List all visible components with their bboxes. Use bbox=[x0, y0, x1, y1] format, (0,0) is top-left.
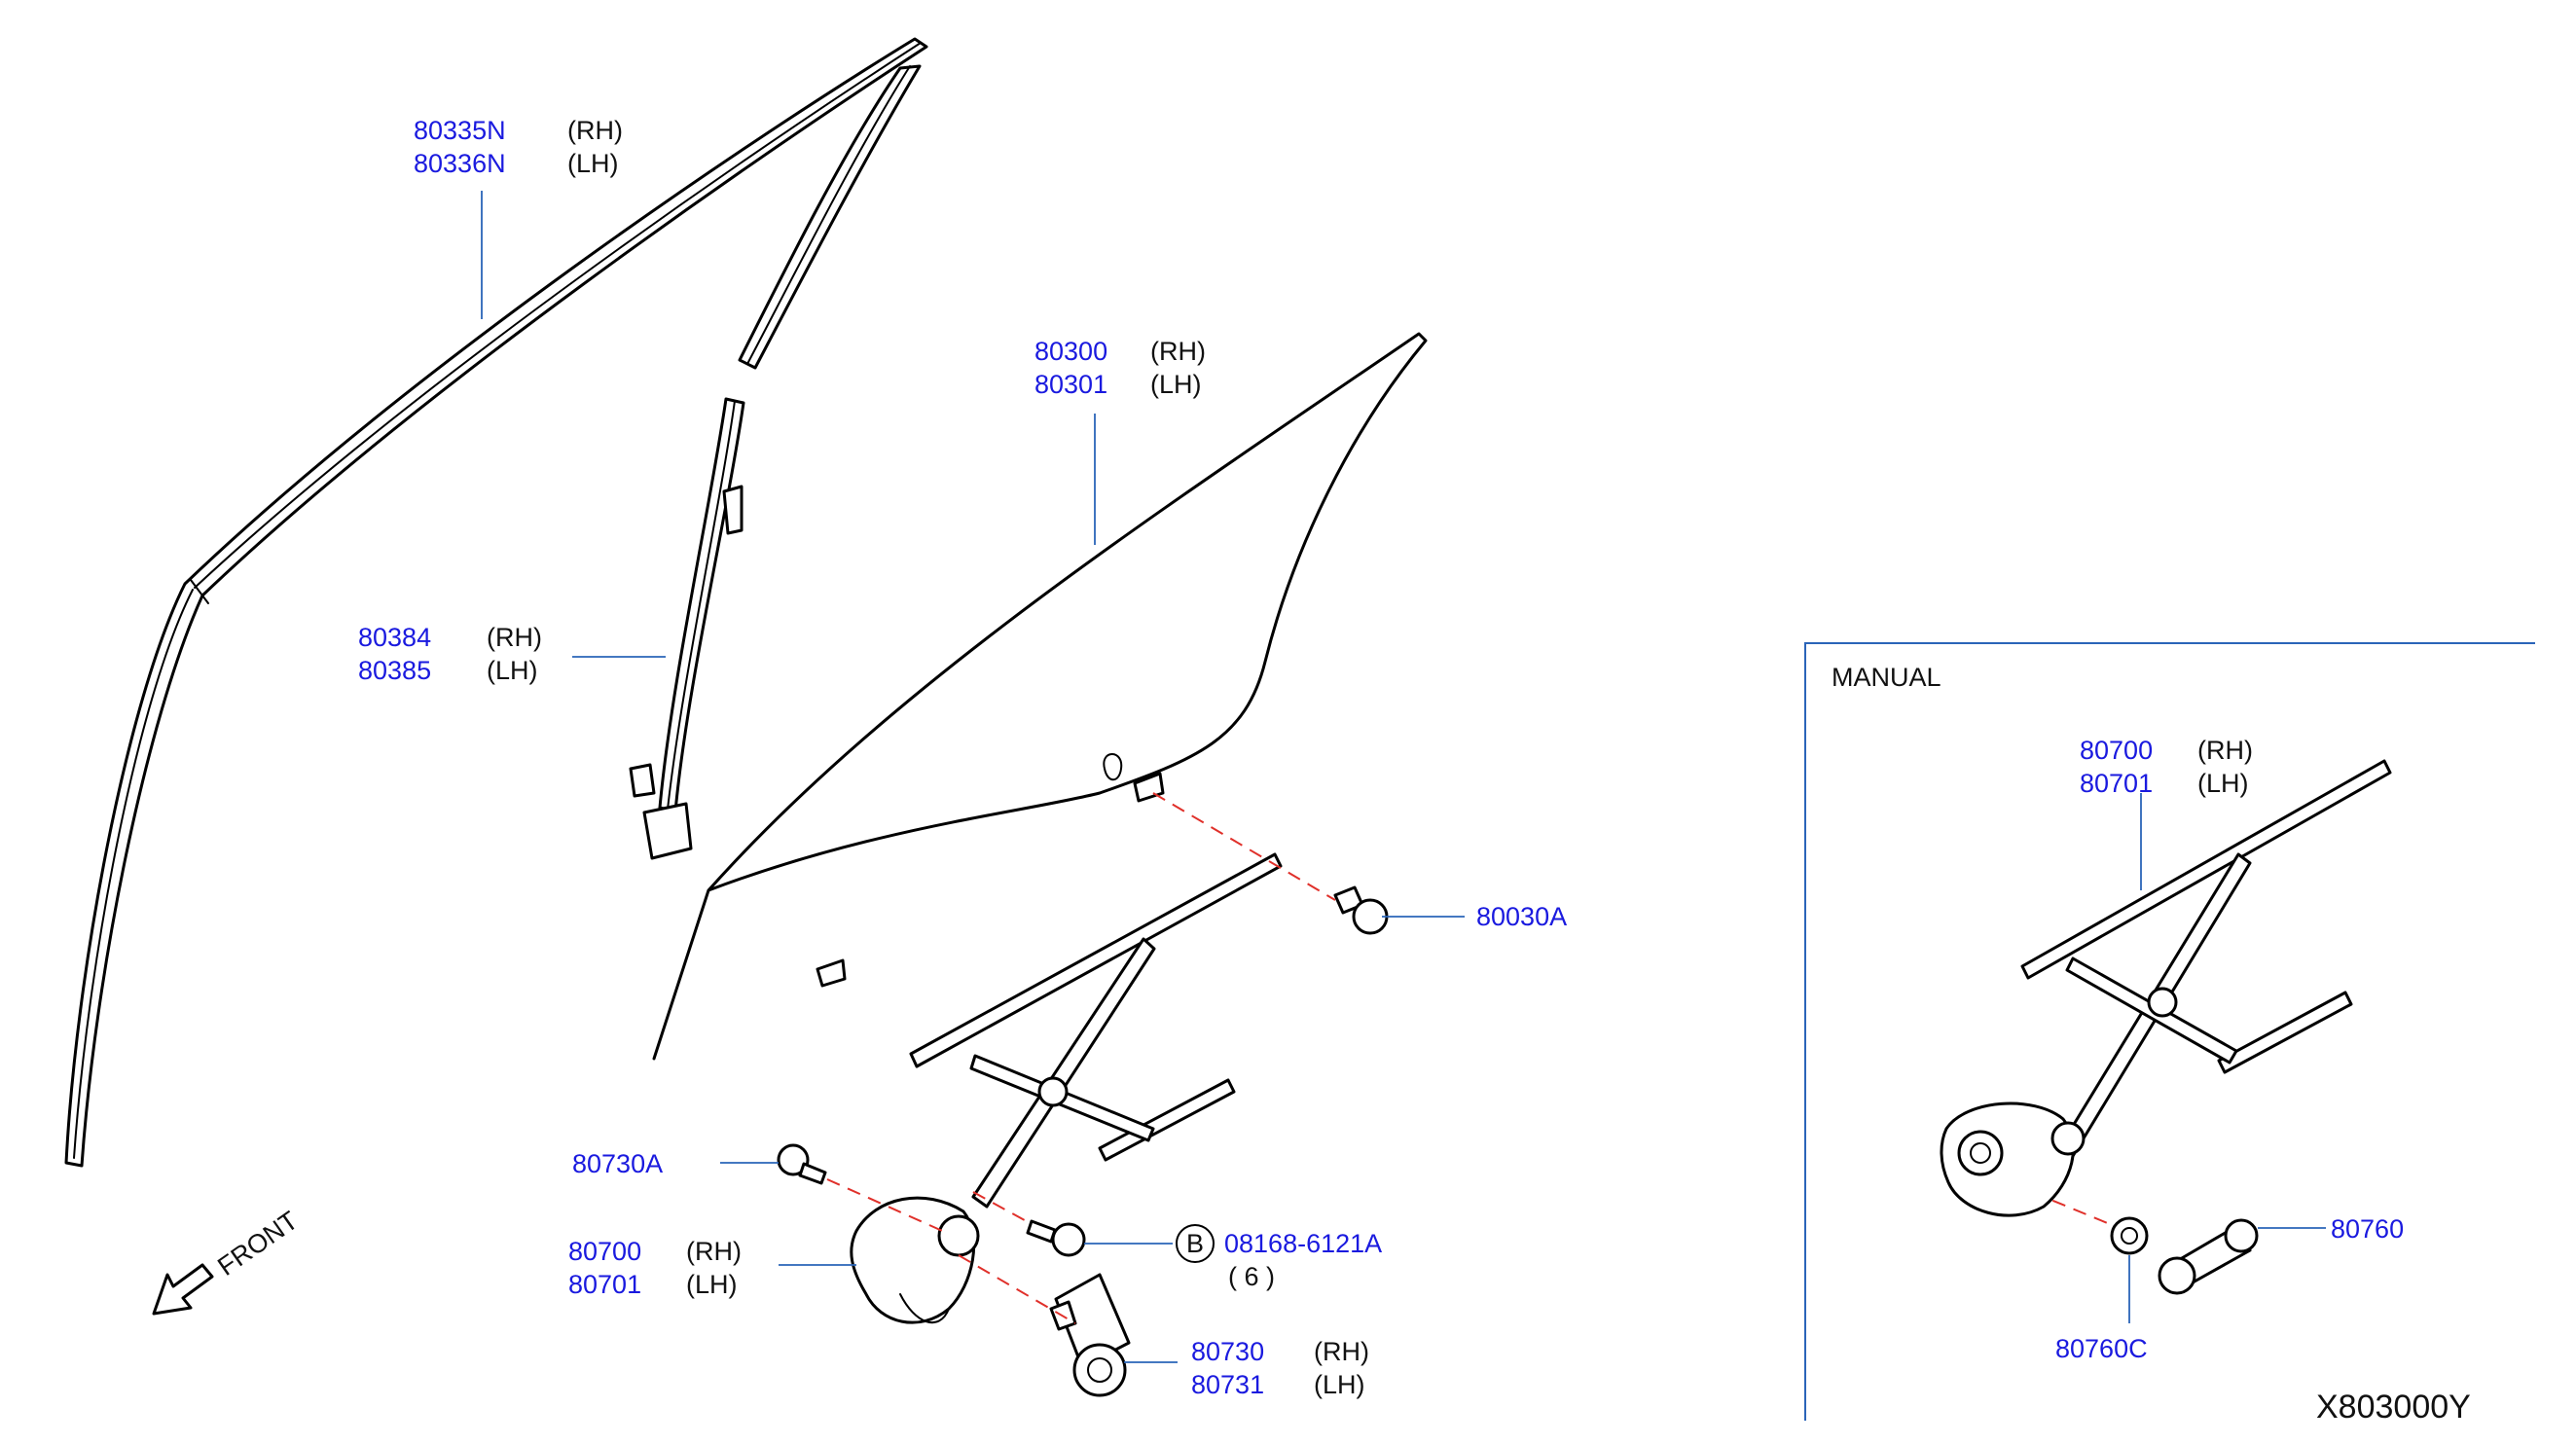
b-marker-circle bbox=[1176, 1224, 1215, 1263]
dashed-guides bbox=[826, 792, 2127, 1324]
callout-side: (LH) bbox=[2197, 769, 2249, 798]
callout-side: (RH) bbox=[686, 1237, 742, 1266]
power-regulator-part bbox=[850, 852, 1283, 1324]
callout-part-number[interactable]: 80730A bbox=[572, 1149, 663, 1178]
escutcheon-part bbox=[2110, 1216, 2149, 1255]
sash-part bbox=[629, 397, 745, 860]
callout-part-number[interactable]: 80701 bbox=[568, 1270, 641, 1299]
manual-regulator-part bbox=[1940, 759, 2392, 1217]
b-marker: B bbox=[1186, 1229, 1204, 1258]
front-arrow-icon bbox=[152, 1263, 214, 1316]
callout-part-number[interactable]: 80731 bbox=[1191, 1370, 1264, 1399]
manual-section-frame bbox=[1804, 642, 2535, 1421]
callout-part-number[interactable]: 80701 bbox=[2080, 769, 2153, 798]
callout-side: (RH) bbox=[1314, 1337, 1369, 1366]
bolt-80030a-part bbox=[1333, 885, 1389, 935]
callout-part-number[interactable]: 80700 bbox=[568, 1237, 641, 1266]
callout-part-number[interactable]: 08168-6121A bbox=[1224, 1229, 1382, 1258]
callout-side: (LH) bbox=[1314, 1370, 1365, 1399]
callout-part-number[interactable]: 80760 bbox=[2331, 1214, 2404, 1244]
callout-part-number[interactable]: 80760C bbox=[2055, 1334, 2148, 1363]
callout-qty: ( 6 ) bbox=[1228, 1262, 1275, 1291]
callout-part-number[interactable]: 80335N bbox=[414, 116, 506, 145]
callout-side: (LH) bbox=[567, 149, 619, 178]
callout-side: (LH) bbox=[1150, 370, 1202, 399]
callout-part-number[interactable]: 80336N bbox=[414, 149, 506, 178]
bolt-80730a-part bbox=[777, 1143, 827, 1185]
diagram-code: X803000Y bbox=[2316, 1389, 2471, 1426]
callout-side: (LH) bbox=[686, 1270, 738, 1299]
motor-part bbox=[1049, 1273, 1131, 1397]
callout-side: (RH) bbox=[2197, 736, 2253, 765]
handle-part bbox=[2158, 1218, 2259, 1295]
callout-side: (LH) bbox=[487, 656, 538, 685]
front-molding-part bbox=[64, 37, 928, 1168]
callout-part-number[interactable]: 80384 bbox=[358, 623, 431, 652]
manual-label: MANUAL bbox=[1832, 663, 1941, 692]
door-glass-part bbox=[652, 332, 1428, 1061]
callout-part-number[interactable]: 80301 bbox=[1034, 370, 1107, 399]
bolt-08168-part bbox=[1026, 1219, 1086, 1257]
callout-part-number[interactable]: 80030A bbox=[1476, 902, 1567, 931]
leader-lines bbox=[481, 191, 2326, 1363]
callout-part-number[interactable]: 80730 bbox=[1191, 1337, 1264, 1366]
callout-side: (RH) bbox=[567, 116, 623, 145]
callout-part-number[interactable]: 80700 bbox=[2080, 736, 2153, 765]
callout-part-number[interactable]: 80300 bbox=[1034, 337, 1107, 366]
front-label: FRONT bbox=[212, 1206, 303, 1282]
callout-side: (RH) bbox=[1150, 337, 1206, 366]
callout-part-number[interactable]: 80385 bbox=[358, 656, 431, 685]
callout-side: (RH) bbox=[487, 623, 542, 652]
